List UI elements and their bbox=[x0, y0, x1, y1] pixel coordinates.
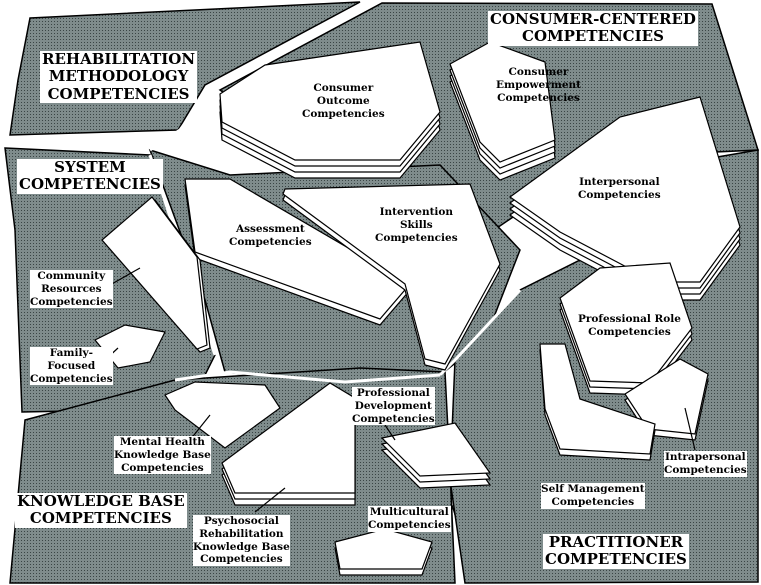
plate-consumer-empowerment bbox=[449, 41, 556, 181]
label-professional-role: Professional Role Competencies bbox=[578, 313, 681, 338]
region-title-system: SYSTEM COMPETENCIES bbox=[17, 158, 163, 194]
plate-self-management bbox=[539, 343, 656, 461]
plate-professional-development bbox=[380, 422, 492, 489]
plate-community-resources bbox=[101, 196, 211, 353]
region-title-consumer-centered: CONSUMER-CENTERED COMPETENCIES bbox=[488, 10, 698, 46]
plate-psychosocial-kb bbox=[221, 382, 356, 506]
label-family-focused: Family- Focused Competencies bbox=[30, 347, 113, 386]
plate-assessment-intervention bbox=[184, 178, 501, 371]
plate-mental-health-kb bbox=[164, 381, 281, 449]
label-consumer-empowerment: Consumer Empowerment Competencies bbox=[496, 66, 581, 104]
label-self-management: Self Management Competencies bbox=[541, 483, 645, 509]
label-community-resources: Community Resources Competencies bbox=[30, 270, 113, 309]
label-interpersonal: Interpersonal Competencies bbox=[578, 176, 661, 201]
label-multicultural: Multicultural Competencies bbox=[368, 506, 451, 532]
label-mental-health-kb: Mental Health Knowledge Base Competencie… bbox=[114, 436, 211, 475]
plate-consumer-outcome bbox=[219, 41, 441, 179]
label-intervention-skills: Intervention Skills Competencies bbox=[375, 206, 458, 244]
label-consumer-outcome: Consumer Outcome Competencies bbox=[302, 82, 385, 120]
plate-interpersonal bbox=[508, 96, 741, 301]
label-professional-development: Professional Development Competencies bbox=[352, 387, 435, 426]
region-title-rehabilitation-methodology: REHABILITATION METHODOLOGY COMPETENCIES bbox=[40, 50, 198, 104]
region-title-knowledge-base: KNOWLEDGE BASE COMPETENCIES bbox=[15, 492, 187, 528]
plate-professional-role bbox=[559, 262, 693, 396]
label-psychosocial-rehab-kb: Psychosocial Rehabilitation Knowledge Ba… bbox=[193, 515, 290, 567]
label-assessment: Assessment Competencies bbox=[229, 223, 312, 248]
label-intrapersonal: Intrapersonal Competencies bbox=[664, 451, 747, 477]
region-title-practitioner: PRACTITIONER COMPETENCIES bbox=[543, 533, 689, 569]
